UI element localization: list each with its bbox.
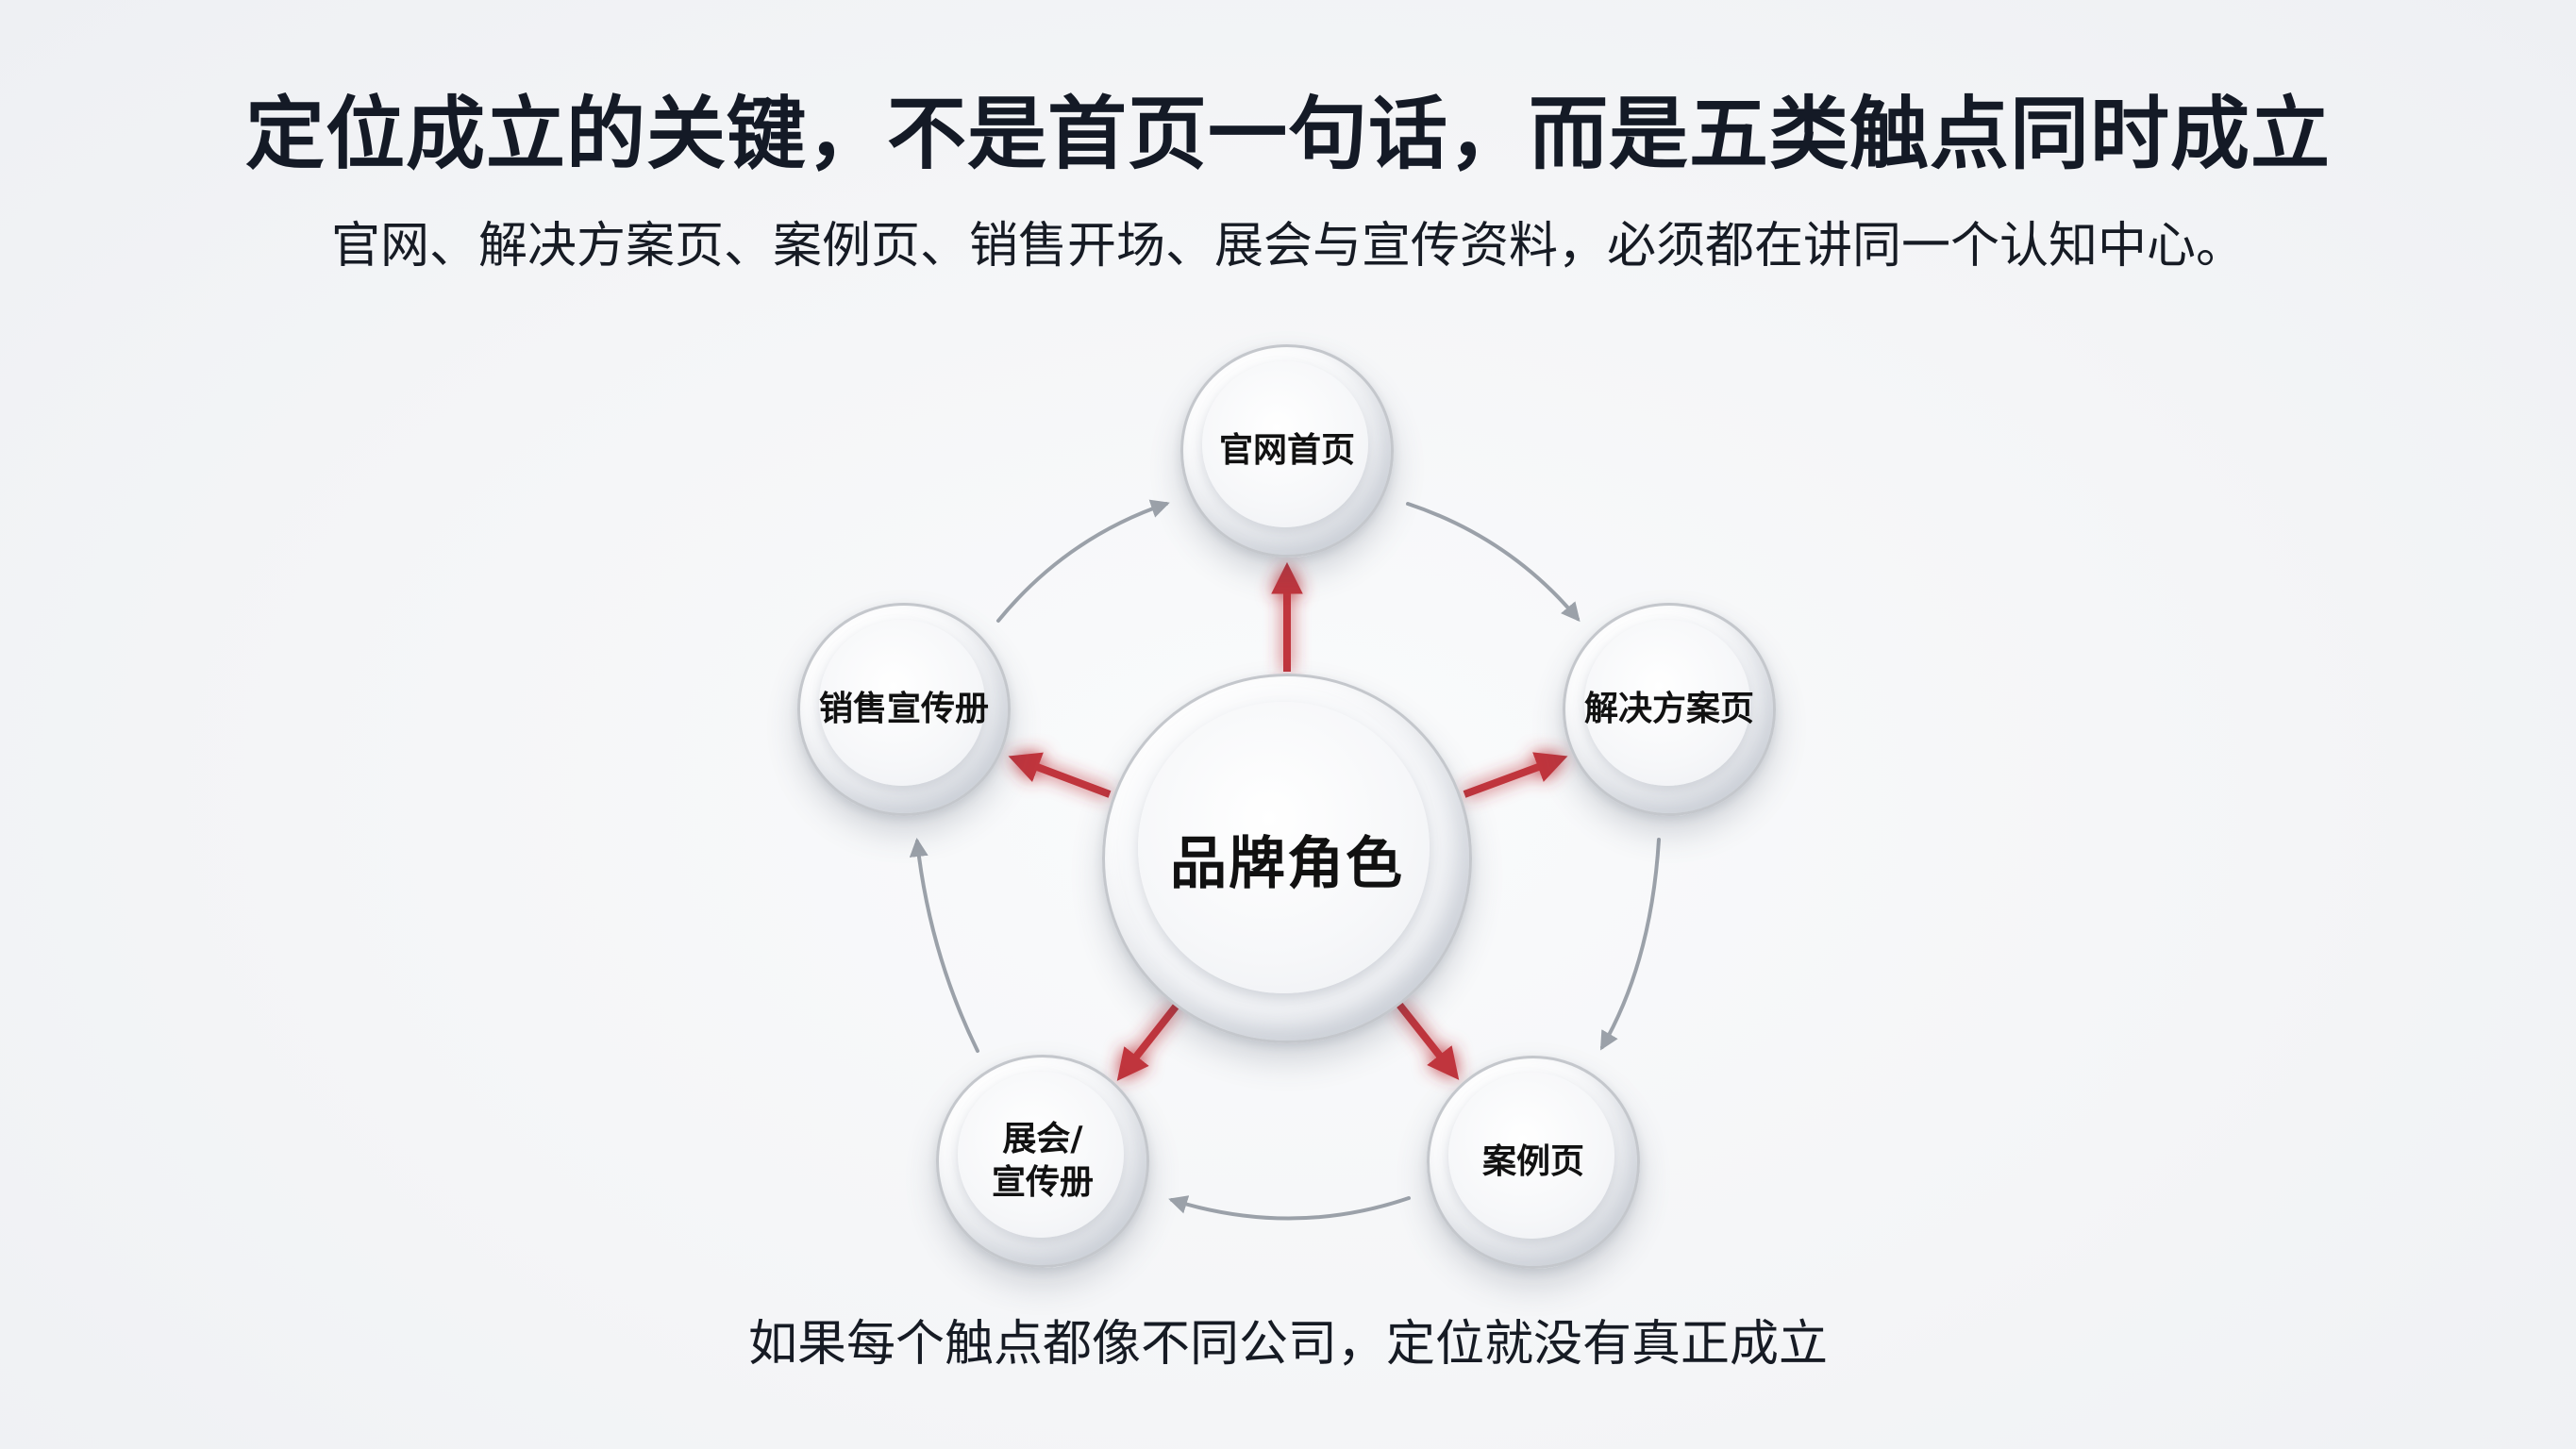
- cycle-arrow-right-to-bottomright: [1599, 838, 1661, 1051]
- node-label: 解决方案页: [1583, 690, 1754, 728]
- node-face: [818, 620, 985, 787]
- node-brand-role: 品牌角色: [1102, 674, 1472, 1043]
- cycle-arrows: [909, 499, 1661, 1221]
- node-face: [1137, 702, 1430, 993]
- radial-arrow-left: [1008, 752, 1112, 798]
- radial-arrow-bottom-right: [1396, 1002, 1460, 1080]
- node-face: [1583, 620, 1750, 787]
- node-expo-brochure: 展会/ 宣传册: [936, 1055, 1149, 1268]
- cycle-arrow-bottomleft-to-left: [909, 838, 979, 1053]
- cycle-arrow-top-to-right: [1406, 502, 1581, 623]
- center-label: 品牌角色: [1170, 830, 1404, 897]
- radial-arrow-right: [1463, 752, 1568, 798]
- node-case-page: 案例页: [1427, 1056, 1640, 1269]
- node-solution-page: 解决方案页: [1563, 603, 1776, 816]
- node-face: [1447, 1073, 1614, 1240]
- radial-arrow-bottom-left: [1116, 1004, 1179, 1081]
- node-label: 展会/ 宣传册: [992, 1118, 1094, 1205]
- node-website-home: 官网首页: [1180, 344, 1394, 558]
- node-label: 官网首页: [1218, 431, 1355, 470]
- node-sales-brochure: 销售宣传册: [797, 603, 1011, 816]
- node-label: 案例页: [1481, 1142, 1584, 1181]
- node-face: [1201, 361, 1368, 528]
- page-title: 定位成立的关键，不是首页一句话，而是五类触点同时成立: [244, 88, 2331, 180]
- cycle-arrow-bottomright-to-bottomleft: [1168, 1195, 1411, 1221]
- page-subtitle: 官网、解决方案页、案例页、销售开场、展会与宣传资料，必须都在讲同一个认知中心。: [330, 218, 2245, 275]
- node-label-line2: 宣传册: [991, 1163, 1094, 1202]
- node-face: [957, 1072, 1124, 1239]
- node-label-line1: 展会/: [1002, 1120, 1083, 1158]
- cycle-arrow-left-to-top: [996, 499, 1170, 623]
- bottom-caption: 如果每个触点都像不同公司，定位就没有真正成立: [747, 1316, 1828, 1373]
- node-label: 销售宣传册: [818, 690, 989, 728]
- radial-arrows: [1008, 561, 1568, 1081]
